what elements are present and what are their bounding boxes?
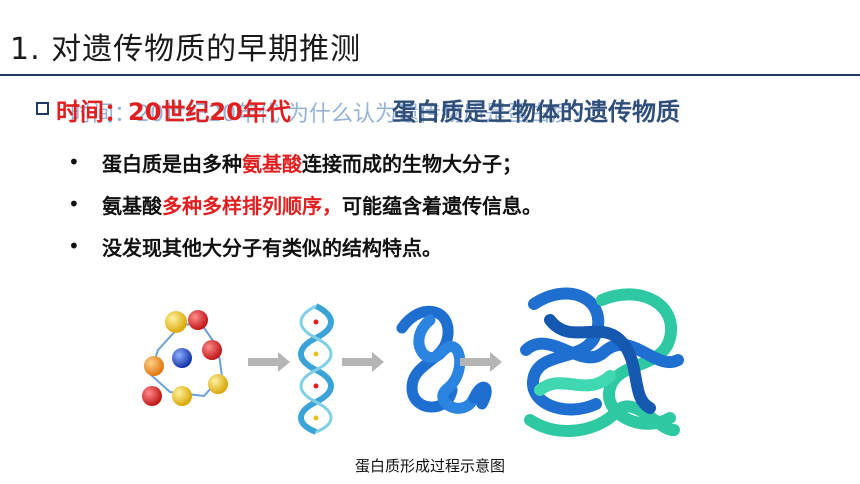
title-divider — [0, 74, 860, 76]
bullet-dot: • — [68, 192, 80, 216]
amino-acid-bead — [188, 310, 208, 330]
amino-acid-cluster — [142, 310, 228, 406]
bullet-dot: • — [68, 150, 80, 174]
bullet-item: • 没发现其他大分子有类似的结构特点。 — [68, 232, 828, 274]
amino-acid-bead — [208, 374, 228, 394]
bullet-text: 氨基酸多种多样排列顺序，可能蕴含着遗传信息。 — [102, 194, 542, 218]
folded-protein-icon — [396, 305, 492, 414]
amino-acid-bead — [144, 356, 164, 376]
slide-title: 1. 对遗传物质的早期推测 — [10, 32, 362, 67]
alpha-helix-icon — [298, 303, 334, 435]
bullet-list: • 蛋白质是由多种氨基酸连接而成的生物大分子； • 氨基酸多种多样排列顺序，可能… — [68, 148, 828, 274]
arrow-icon — [342, 352, 384, 372]
bullet-text: 没发现其他大分子有类似的结构特点。 — [102, 236, 442, 260]
bullet-text: 蛋白质是由多种氨基酸连接而成的生物大分子； — [102, 152, 522, 176]
time-label: 时间：20世纪20年代 — [56, 98, 291, 126]
figure-caption: 蛋白质形成过程示意图 — [354, 457, 505, 475]
bullet-dot: • — [68, 234, 80, 258]
checkbox-bullet-icon — [36, 102, 49, 115]
quaternary-protein-icon — [520, 287, 684, 437]
amino-acid-bead — [172, 348, 192, 368]
bullet-item: • 氨基酸多种多样排列顺序，可能蕴含着遗传信息。 — [68, 190, 828, 232]
amino-acid-bead — [142, 386, 162, 406]
protein-formation-figure — [142, 287, 684, 437]
amino-acid-bead — [172, 386, 192, 406]
claim-label: 蛋白质是生物体的遗传物质 — [392, 98, 680, 126]
arrow-icon — [248, 352, 290, 372]
arrow-icon — [460, 352, 502, 372]
amino-acid-bead — [165, 311, 187, 333]
amino-acid-bead — [202, 340, 222, 360]
question-row: 时间：20世纪20年代 为什么认为遗传物质是蛋白质？ 时间：20世纪20年代 蛋… — [36, 96, 836, 127]
bullet-item: • 蛋白质是由多种氨基酸连接而成的生物大分子； — [68, 148, 828, 190]
question-ghost-text: 时间：20世纪20年代 为什么认为遗传物质是蛋白质？ — [70, 102, 595, 127]
